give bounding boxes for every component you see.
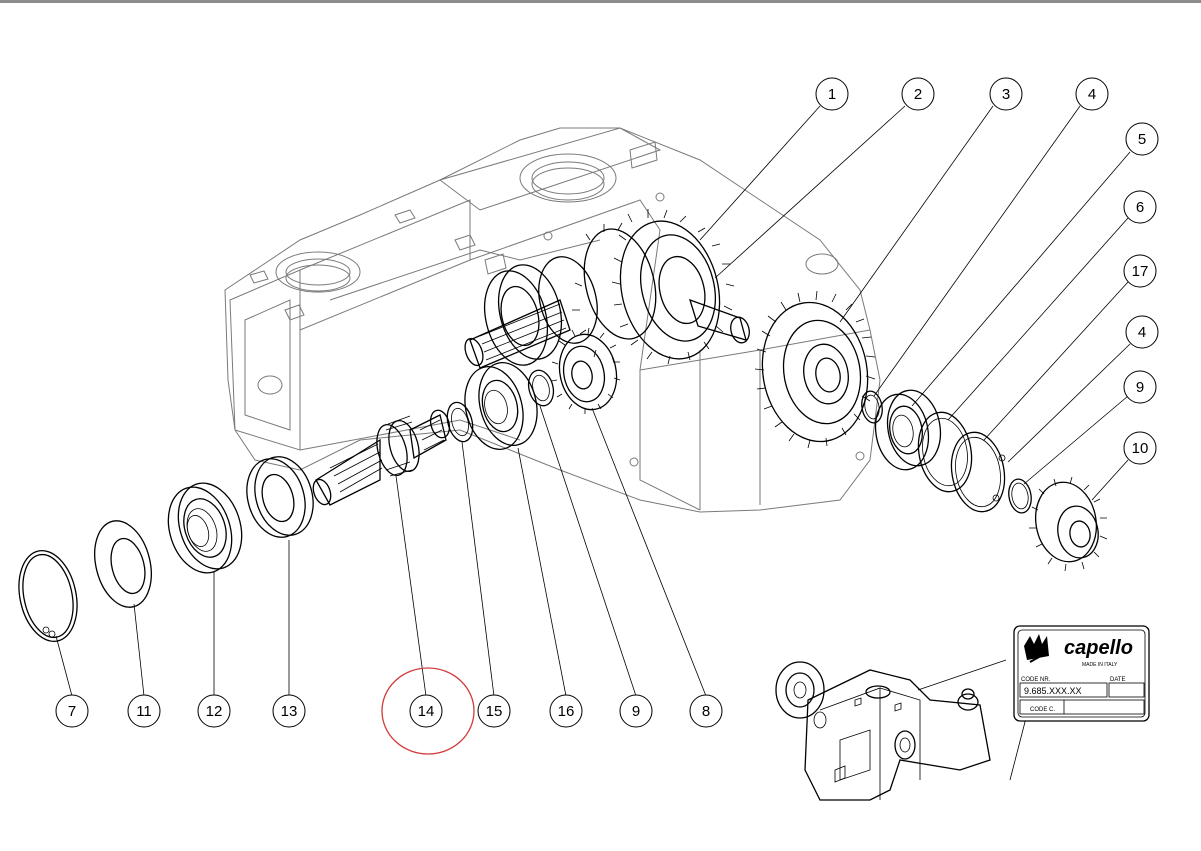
callout-number: 13 — [281, 703, 298, 720]
callout-4: 4 — [1075, 77, 1109, 111]
part-5-bearing — [874, 389, 942, 471]
callout-circle — [619, 694, 653, 728]
part-14-shaft — [312, 409, 451, 506]
callout-circle — [127, 694, 161, 728]
callout-9: 9 — [1123, 370, 1157, 404]
callout-circle — [1125, 122, 1159, 156]
callout-7: 7 — [55, 694, 89, 728]
callout-number: 15 — [486, 703, 503, 720]
callout-number: 16 — [558, 703, 575, 720]
callout-circle — [1123, 431, 1157, 465]
nameplate: capello MADE IN ITALY CODE NR. DATE 9.68… — [1013, 625, 1150, 722]
callout-circle — [409, 694, 443, 728]
callout-circle — [1123, 370, 1157, 404]
callout-15: 15 — [477, 694, 511, 728]
callout-number: 6 — [1136, 199, 1144, 216]
callout-circle — [549, 694, 583, 728]
callout-number: 7 — [68, 703, 76, 720]
callout-number: 4 — [1138, 324, 1146, 341]
callout-17: 17 — [1123, 254, 1157, 288]
callout-circle — [1123, 254, 1157, 288]
part-8-bevel-gear — [550, 327, 621, 414]
brand-logo-mark — [1024, 634, 1049, 663]
part-11-washer — [94, 520, 152, 608]
code-nr-label: CODE NR. — [1021, 677, 1051, 683]
callout-circle — [815, 77, 849, 111]
callout-circle — [1075, 77, 1109, 111]
callout-9: 9 — [619, 694, 653, 728]
code-c-label: CODE C. — [1030, 707, 1055, 713]
leader-lines — [55, 105, 1131, 697]
assembled-gearbox-thumbnail — [775, 659, 1027, 801]
callout-11: 11 — [127, 694, 161, 728]
callout-16: 16 — [549, 694, 583, 728]
part-3-crown-gear — [754, 290, 876, 449]
callout-circle — [197, 694, 231, 728]
callout-12: 12 — [197, 694, 231, 728]
top-border — [0, 0, 1201, 3]
callout-circle — [272, 694, 306, 728]
part-1-2-gear-cluster — [464, 209, 750, 369]
callout-1: 1 — [815, 77, 849, 111]
callout-number: 17 — [1132, 263, 1149, 280]
callout-3: 3 — [989, 77, 1023, 111]
callout-number: 14 — [418, 703, 435, 720]
callout-circle — [689, 694, 723, 728]
callout-8: 8 — [689, 694, 723, 728]
callout-number: 4 — [1088, 86, 1096, 103]
part-9-ring-left — [527, 369, 555, 407]
code-value: 9.685.XXX.XX — [1024, 686, 1082, 696]
callout-4: 4 — [1125, 315, 1159, 349]
callout-number: 3 — [1002, 86, 1010, 103]
callout-circle — [477, 694, 511, 728]
part-12-bearing — [167, 482, 243, 574]
callout-5: 5 — [1125, 122, 1159, 156]
part-13-seal — [246, 456, 314, 538]
callout-circle — [901, 77, 935, 111]
gearbox-housing — [224, 127, 881, 513]
callout-number: 2 — [914, 86, 922, 103]
part-17-circlip — [950, 431, 1006, 513]
callout-number: 8 — [702, 703, 710, 720]
callout-number: 5 — [1138, 131, 1146, 148]
callout-circle — [989, 77, 1023, 111]
callout-number: 10 — [1132, 440, 1149, 457]
callout-circle — [1123, 190, 1157, 224]
part-7-circlip — [18, 549, 78, 643]
part-16-bearing — [464, 362, 538, 450]
callout-number: 9 — [1136, 379, 1144, 396]
callout-circle — [55, 694, 89, 728]
highlight-ring — [381, 667, 475, 755]
part-9-ring-right — [1008, 478, 1032, 514]
callout-14: 14 — [409, 694, 443, 728]
callout-6: 6 — [1123, 190, 1157, 224]
callout-number: 12 — [206, 703, 223, 720]
part-6-washer — [917, 411, 973, 493]
part-15-shim — [446, 401, 474, 443]
callout-circle — [1125, 315, 1159, 349]
part-4-ring — [861, 390, 883, 424]
callout-10: 10 — [1123, 431, 1157, 465]
callout-number: 1 — [828, 86, 836, 103]
part-10-bevel-gear — [1029, 476, 1108, 572]
callout-13: 13 — [272, 694, 306, 728]
callout-2: 2 — [901, 77, 935, 111]
callout-number: 11 — [136, 703, 152, 720]
callout-number: 9 — [632, 703, 640, 720]
made-in-label: MADE IN ITALY — [1082, 662, 1118, 668]
date-label: DATE — [1110, 677, 1126, 683]
brand-name: capello — [1064, 637, 1133, 659]
